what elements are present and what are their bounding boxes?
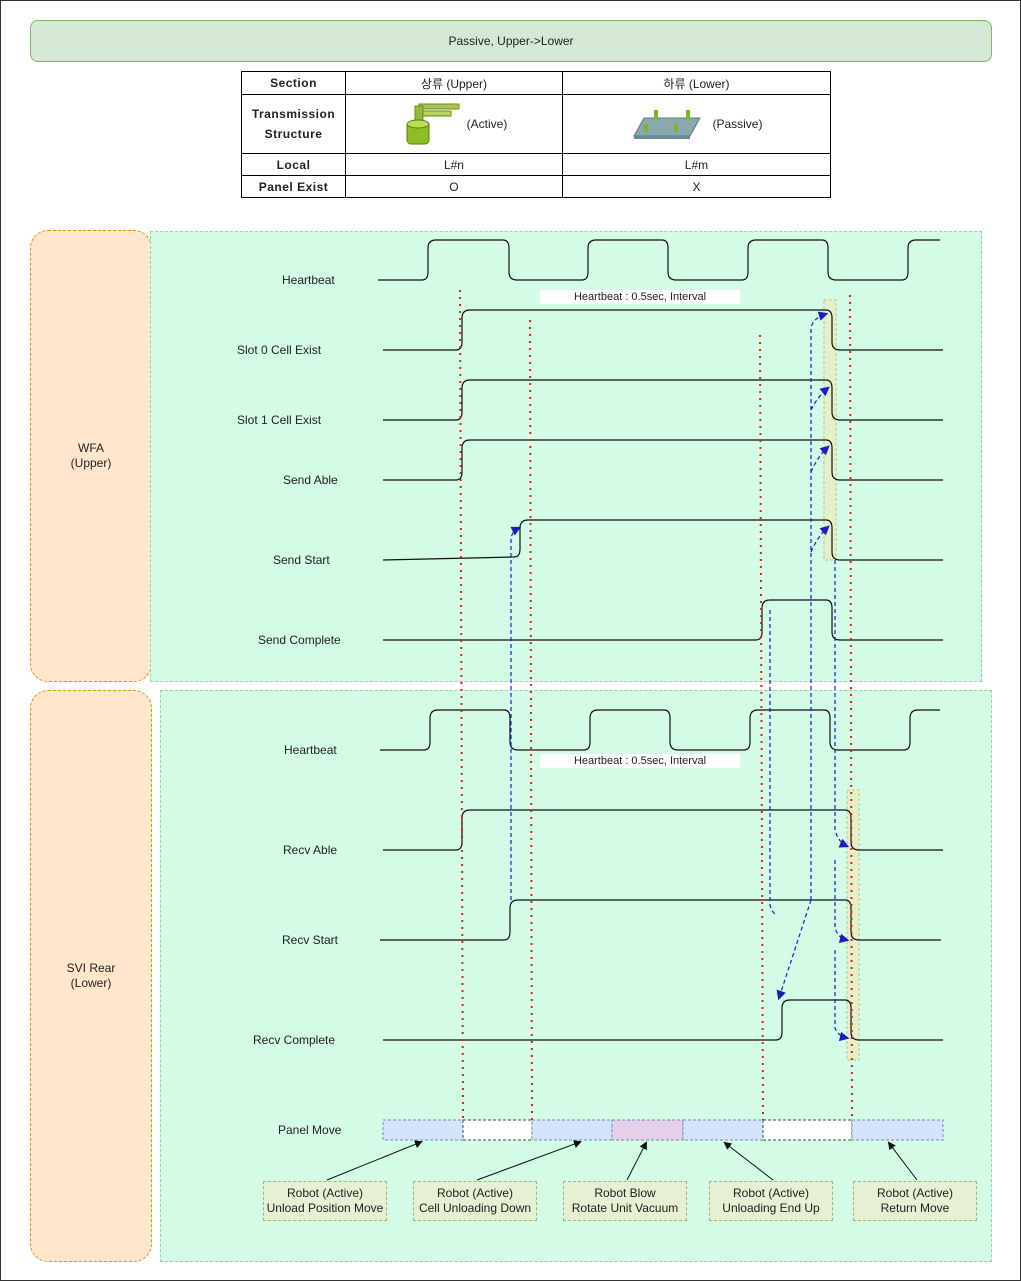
panel-exist-label: Panel Exist	[241, 175, 346, 198]
info-table: Section 상류 (Upper) 하류 (Lower) Transmissi…	[241, 71, 832, 198]
lower-structure-cell: (Passive)	[561, 94, 832, 154]
note-unload-position-move: Robot (Active)Unload Position Move	[263, 1181, 387, 1221]
signal-label-send-able: Send Able	[283, 473, 338, 487]
signal-label-slot1: Slot 1 Cell Exist	[237, 413, 322, 427]
note-return-move: Robot (Active)Return Move	[853, 1181, 977, 1221]
waveform-recv-able	[383, 809, 943, 851]
note-arrow-3	[626, 1141, 647, 1181]
arrow-to-sendable-down	[810, 445, 830, 473]
local-label: Local	[241, 153, 346, 176]
signal-label-slot0: Slot 0 Cell Exist	[237, 343, 322, 357]
panel-move-seg-2	[462, 1119, 533, 1141]
lower-lane-label: SVI Rear(Lower)	[30, 690, 152, 1262]
waveform-send-able	[383, 439, 943, 481]
stage-plate-icon	[633, 110, 702, 139]
diagram-title: Passive, Upper->Lower	[30, 20, 992, 62]
upper-structure-cell: (Active)	[345, 94, 563, 154]
section-label: Section	[241, 71, 346, 95]
waveform-recv-complete	[383, 999, 943, 1041]
lower-panel-exist: X	[561, 175, 832, 198]
panel-move-seg-5	[682, 1119, 764, 1141]
signal-label-recv-start: Recv Start	[282, 933, 339, 947]
arrow-to-recvcomplete-down	[834, 950, 850, 1042]
lower-handoff-highlight	[846, 789, 860, 1061]
upper-mode: (Active)	[466, 117, 508, 131]
note-arrow-5	[887, 1141, 918, 1181]
arrow-to-recvcomplete	[776, 899, 812, 1001]
red-marker-2	[529, 319, 533, 1121]
signal-label-recv-complete: Recv Complete	[253, 1033, 336, 1047]
waveform-heartbeat-upper	[378, 239, 940, 281]
note-arrow-4	[723, 1141, 774, 1181]
arrow-to-sendstart-down	[810, 525, 830, 553]
heartbeat-note-upper: Heartbeat : 0.5sec, Interval	[540, 290, 740, 304]
signal-label-recv-able: Recv Able	[283, 843, 338, 857]
signal-label-send-start: Send Start	[273, 553, 330, 567]
heartbeat-note-lower: Heartbeat : 0.5sec, Interval	[540, 754, 740, 768]
note-arrow-2	[476, 1140, 582, 1181]
signal-label-heartbeat-lower: Heartbeat	[284, 743, 337, 757]
red-marker-3	[759, 334, 764, 1121]
note-cell-unloading-down: Robot (Active)Cell Unloading Down	[413, 1181, 537, 1221]
waveform-send-start	[382, 519, 943, 561]
arrow-to-slot0-down	[810, 311, 829, 900]
lower-mode: (Passive)	[712, 117, 763, 131]
waveform-slot0	[383, 309, 943, 351]
waveform-send-complete	[383, 599, 943, 641]
panel-move-seg-6	[762, 1119, 853, 1141]
waveform-recv-start	[380, 899, 941, 941]
arrow-to-recvable-down	[834, 560, 850, 848]
waveform-heartbeat-lower	[380, 709, 940, 751]
panel-move-seg-4	[611, 1119, 684, 1141]
arrow-to-slot1-down	[810, 386, 830, 411]
signal-label-panel-move: Panel Move	[278, 1123, 342, 1137]
signal-label-send-complete: Send Complete	[258, 633, 341, 647]
upper-handoff-highlight	[823, 299, 837, 561]
signal-label-heartbeat-upper: Heartbeat	[282, 273, 335, 287]
upper-lane-label: WFA(Upper)	[30, 230, 152, 682]
red-marker-4	[849, 294, 853, 1121]
upper-lane-area	[150, 231, 982, 682]
waveform-slot1	[383, 379, 943, 421]
panel-move-seg-7	[851, 1119, 944, 1141]
panel-move-seg-3	[531, 1119, 613, 1141]
panel-move-seg-1	[382, 1119, 464, 1141]
note-unloading-end-up: Robot (Active)Unloading End Up	[709, 1181, 833, 1221]
robot-arm-icon	[406, 103, 460, 145]
arrow-recvstart-to-sendstart	[510, 526, 522, 900]
note-arrow-1	[326, 1140, 423, 1181]
arrow-sendcomplete-path	[769, 610, 777, 916]
